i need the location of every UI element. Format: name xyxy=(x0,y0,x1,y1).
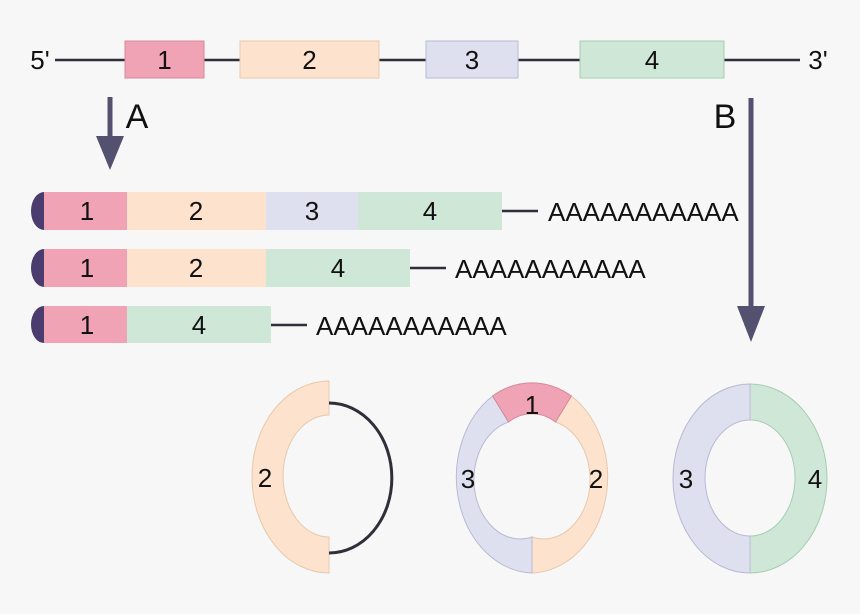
mrna2-exon-2 xyxy=(127,249,266,287)
mrna3-exon-4 xyxy=(127,306,271,343)
mrna1-exon-4-label: 4 xyxy=(423,196,437,226)
gene-exon-3-label: 3 xyxy=(465,45,479,75)
mrna1-exon-2-label: 2 xyxy=(189,196,203,226)
cap-icon xyxy=(31,249,44,287)
linear-transcript-1: 1 2 3 4 AAAAAAAAAAA xyxy=(31,192,739,230)
linear-transcript-3: 1 4 AAAAAAAAAAA xyxy=(31,306,507,343)
circ3-exon-4-arc xyxy=(749,383,828,574)
mrna2-exon-4 xyxy=(266,249,410,287)
mrna1-exon-1 xyxy=(44,192,127,230)
circular-product-exon2-intron: 2 xyxy=(251,380,394,574)
circ3-exon-4-label: 4 xyxy=(808,464,822,494)
circ2-exon-2-label: 2 xyxy=(589,464,603,494)
circ1-intron-arc xyxy=(328,401,394,555)
circ2-exon-1-arc xyxy=(491,382,573,423)
gene-exon-4-label: 4 xyxy=(645,45,659,75)
mrna3-exon-4-label: 4 xyxy=(192,310,206,340)
mrna2-exon-2-label: 2 xyxy=(189,253,203,283)
pathway-b-arrow xyxy=(737,98,765,342)
gene-exon-1-label: 1 xyxy=(157,45,171,75)
three-prime-label: 3' xyxy=(808,45,827,75)
mrna3-exon-1-label: 1 xyxy=(80,310,94,340)
circ1-exon-2-label: 2 xyxy=(258,463,272,493)
mrna1-exon-3-label: 3 xyxy=(305,196,319,226)
mrna2-exon-1-label: 1 xyxy=(80,253,94,283)
cap-icon xyxy=(31,306,44,343)
mrna3-poly-a: AAAAAAAAAAA xyxy=(316,311,507,341)
pathway-b-label: B xyxy=(714,98,737,136)
circ2-exon-3-label: 3 xyxy=(461,464,475,494)
mrna1-exon-1-label: 1 xyxy=(80,196,94,226)
circular-product-exons-3-4: 3 4 xyxy=(672,383,828,574)
circular-product-exons-1-2-3: 1 2 3 xyxy=(455,382,609,574)
circ3-exon-3-label: 3 xyxy=(679,464,693,494)
mrna1-exon-2 xyxy=(127,192,266,230)
linear-transcript-2: 1 2 4 AAAAAAAAAAA xyxy=(31,249,646,287)
gene-exon-4-box xyxy=(579,40,725,79)
gene-exon-3-box xyxy=(425,40,519,79)
gene-exon-2-label: 2 xyxy=(302,45,316,75)
circ2-exon-1-label: 1 xyxy=(525,390,539,420)
mrna2-exon-4-label: 4 xyxy=(331,253,345,283)
mrna1-poly-a: AAAAAAAAAAA xyxy=(548,197,739,227)
five-prime-label: 5' xyxy=(30,45,49,75)
mrna3-exon-1 xyxy=(44,306,127,343)
circ1-exon-2-arc xyxy=(251,380,330,574)
mrna1-exon-3 xyxy=(266,192,358,230)
pathway-a-arrow xyxy=(96,97,124,170)
pre-mrna: 5' 3' 1 2 3 4 xyxy=(30,40,828,79)
gene-exon-2-box xyxy=(239,40,380,79)
mrna2-exon-1 xyxy=(44,249,127,287)
mrna1-exon-4 xyxy=(358,192,502,230)
mrna2-poly-a: AAAAAAAAAAA xyxy=(455,254,646,284)
pathway-a-label: A xyxy=(126,98,149,136)
cap-icon xyxy=(31,192,44,230)
circ3-exon-3-arc xyxy=(672,383,751,574)
gene-exon-1-box xyxy=(124,40,205,79)
